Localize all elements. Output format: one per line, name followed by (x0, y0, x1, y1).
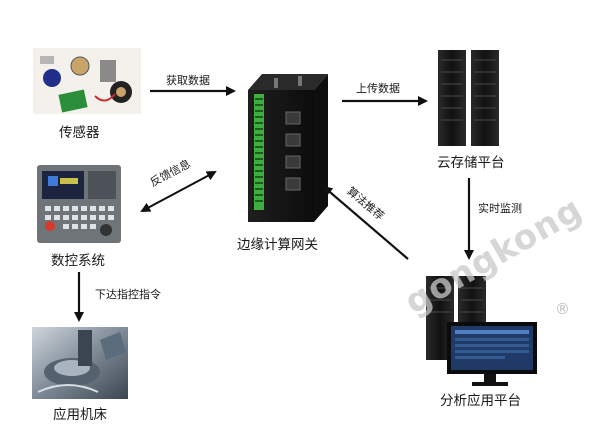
analysis-platform-image (426, 276, 537, 386)
cnc-label: 数控系统 (51, 253, 105, 269)
watermark-registered-mark: ® (555, 300, 570, 318)
cloud-rack-image (438, 50, 499, 146)
machine-tool-image (32, 327, 128, 399)
arrow-gateway-cnc-feedback (140, 171, 217, 212)
sensor-image (33, 48, 141, 114)
cnc-panel-image (37, 165, 121, 243)
edge-label-monitor: 实时监测 (478, 202, 522, 215)
cloud-label: 云存储平台 (437, 155, 505, 171)
edge-label-upload-data: 上传数据 (356, 82, 400, 95)
sensor-label: 传感器 (59, 125, 100, 141)
edge-label-get-data: 获取数据 (166, 74, 210, 87)
gateway-label: 边缘计算网关 (237, 237, 318, 253)
arrow-analysis-to-gateway (322, 185, 409, 260)
analysis-label: 分析应用平台 (440, 393, 521, 409)
gateway-device-image (248, 74, 328, 222)
edge-label-command: 下达指控指令 (95, 288, 161, 301)
machine-label: 应用机床 (53, 407, 107, 423)
